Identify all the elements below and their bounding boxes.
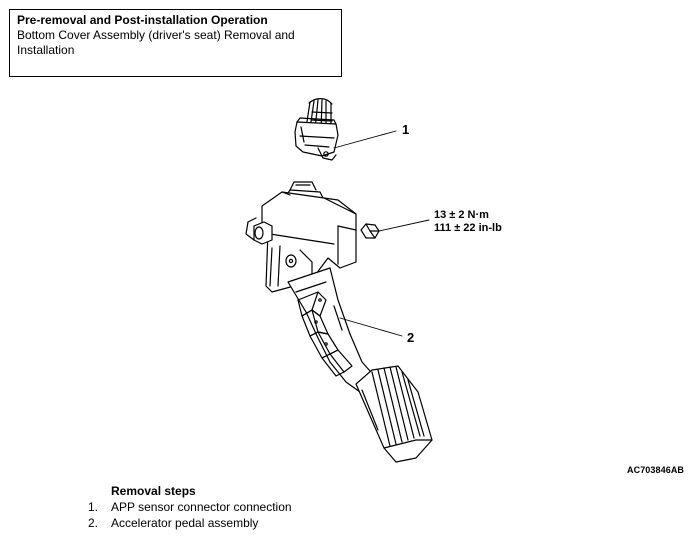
note-body: Bottom Cover Assembly (driver's seat) Re… [17,28,295,57]
callout-part-1: 1 [402,122,410,137]
torque-spec: 13 ± 2 N·m 111 ± 22 in-lb [434,209,502,235]
pedal-arm [287,267,379,393]
list-item: 2. Accelerator pedal assembly [88,515,292,531]
step-text: Accelerator pedal assembly [111,516,259,530]
removal-steps: Removal steps 1. APP sensor connector co… [88,483,292,531]
torque-imperial: 111 ± 22 in-lb [434,222,502,234]
list-item: 1. APP sensor connector connection [88,499,292,515]
callout-part-2: 2 [407,330,415,345]
mounting-bolt [360,223,380,239]
foot-pad [355,365,433,463]
torque-leader-line [378,219,430,232]
note-title: Pre-removal and Post-installation Operat… [17,13,268,27]
pre-removal-note-box: Pre-removal and Post-installation Operat… [9,9,342,77]
step-number: 2. [88,516,99,530]
step-number: 1. [88,500,99,514]
step-text: APP sensor connector connection [111,500,292,514]
pedal-bracket [245,191,357,293]
accelerator-pedal-illustration [245,98,433,463]
app-sensor-harness-connector [294,117,339,161]
leader-line-2 [339,317,403,337]
figure-code: AC703846AB [627,465,685,475]
removal-steps-title: Removal steps [111,484,196,498]
leader-line-1 [333,130,397,149]
removal-steps-list: 1. APP sensor connector connection 2. Ac… [88,499,292,531]
torque-metric: 13 ± 2 N·m [434,209,489,221]
